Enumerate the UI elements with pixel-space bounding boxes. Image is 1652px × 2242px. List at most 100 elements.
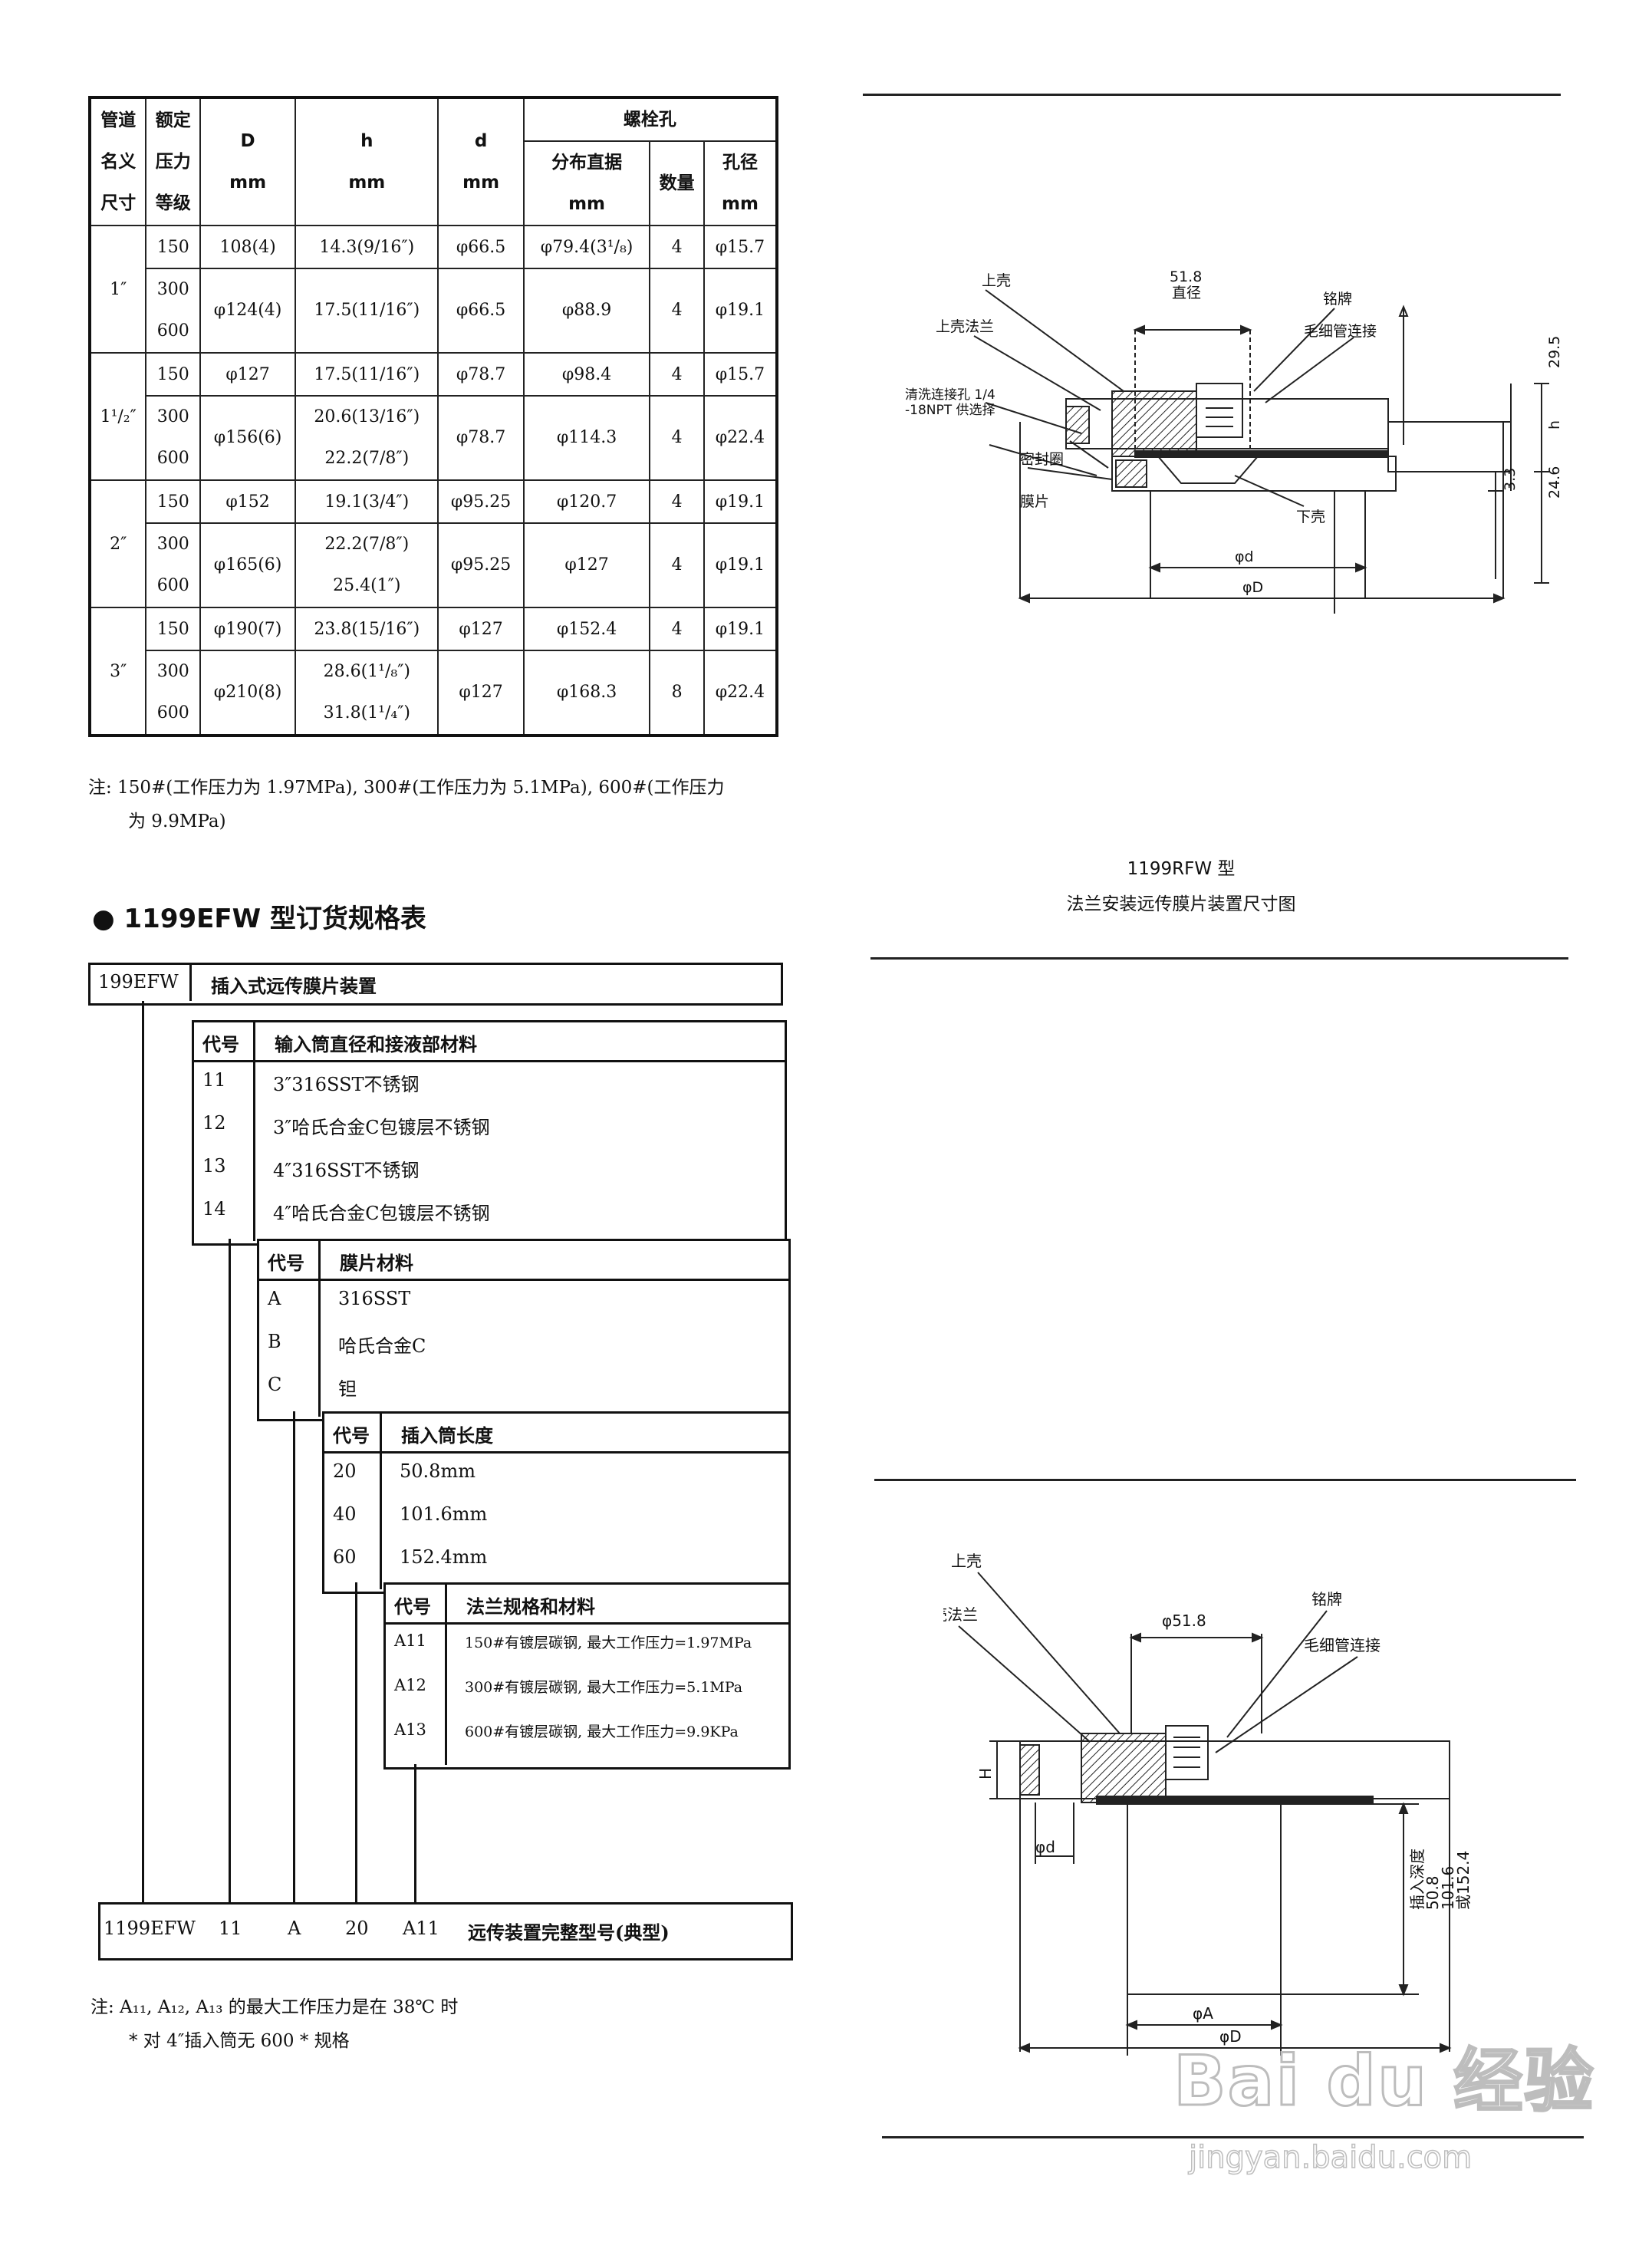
cell-d: φ95.25 [437,479,525,524]
order-section-title: ● 1199EFW 型订货规格表 [92,904,426,934]
base-desc: 插入式远传膜片装置 [211,975,377,997]
cell-h: 22.2(7/8″) 25.4(1″) [295,522,439,608]
cell-D: φ127 [199,352,297,397]
option-desc: 600#有镀层碳钢, 最大工作压力=9.9KPa [465,1723,739,1740]
label-efw-nameplate: 铭牌 [1311,1590,1342,1608]
option-code: 12 [202,1112,226,1134]
cell-size: 1¹/₂″ [88,352,147,481]
cell-h: 17.5(11/16″) [295,268,439,354]
label-efw-upper-flange: 上壳法兰 [943,1605,978,1624]
dim-3-3: 3.3 [1502,468,1519,491]
rfw-section-drawing: 上壳 上壳法兰 铭牌 毛细管连接 51.8 直径 清洗连接孔 1/4 -18NP… [905,268,1563,614]
divider-rule [870,957,1568,960]
cell-rating: 300 600 [145,268,201,354]
cell-h: 19.1(3/4″) [295,479,439,524]
cell-bolt-circle: φ127 [522,522,651,608]
cell-h: 20.6(13/16″) 22.2(7/8″) [295,395,439,481]
option-desc: 3″316SST不锈钢 [273,1074,420,1095]
cell-rating: 300 600 [145,650,201,736]
cell-D: φ190(7) [199,607,297,651]
cell-h: 17.5(11/16″) [295,352,439,397]
cell-d: φ78.7 [437,352,525,397]
option-desc: 150#有镀层碳钢, 最大工作压力=1.97MPa [465,1635,752,1651]
note-line-1: 注: 150#(工作压力为 1.97MPa), 300#(工作压力为 5.1MP… [88,778,725,798]
cell-D: φ124(4) [199,268,297,354]
label-lower-housing: 下壳 [1296,509,1325,525]
option-desc: 4″哈氏合金C包镀层不锈钢 [273,1203,490,1224]
code-header: 代号 [202,1033,239,1055]
baidu-watermark-logo: Bai du 经验 [1172,2040,1595,2123]
block-header: 法兰规格和材料 [466,1595,595,1618]
code-header: 代号 [268,1252,304,1274]
option-code: 20 [333,1460,357,1482]
label-nameplate: 铭牌 [1323,291,1352,308]
cell-D: φ165(6) [199,522,297,608]
dim-depth-152-4: 或152.4 [1454,1851,1473,1910]
cell-bolt-hole: φ19.1 [703,268,778,354]
flange-table-note: 注: 150#(工作压力为 1.97MPa), 300#(工作压力为 5.1MP… [88,771,794,838]
label-flush-port: 清洗连接孔 1/4 [905,387,995,403]
cell-rating: 300 600 [145,522,201,608]
option-block [192,1020,787,1246]
cell-bolt-circle: φ98.4 [522,352,651,397]
divider-rule [882,2136,1584,2138]
option-block [383,1582,791,1770]
cell-bolt-hole: φ15.7 [703,352,778,397]
dim-diameter-word: 直径 [1172,285,1201,301]
option-block [322,1411,791,1594]
cell-bolt-hole: φ19.1 [703,607,778,651]
divider [253,1020,255,1241]
cell-bolt-hole: φ22.4 [703,395,778,481]
order-note-line-2: * 对 4″插入筒无 600 * 规格 [129,2031,350,2051]
option-desc: 316SST [338,1288,411,1309]
option-code: 11 [202,1069,226,1091]
cell-bolt-count: 4 [649,479,705,524]
cell-h: 28.6(1¹/₈″) 31.8(1¹/₄″) [295,650,439,736]
divider [257,1279,788,1281]
option-desc: 101.6mm [400,1503,488,1525]
upper-housing-shape [1111,390,1197,457]
example-part: A11 [403,1918,439,1939]
cell-d: φ127 [437,650,525,736]
label-upper-flange: 上壳法兰 [936,318,994,335]
dim-phi-D: φD [1242,579,1263,596]
cell-d: φ127 [437,607,525,651]
cell-d: φ95.25 [437,522,525,608]
cell-bolt-count: 4 [649,352,705,397]
cell-rating: 150 [145,479,201,524]
option-desc: 哈氏合金C [338,1335,426,1357]
header-d: d mm [437,97,525,226]
option-desc: 4″316SST不锈钢 [273,1160,420,1181]
cell-h: 14.3(9/16″) [295,225,439,269]
option-code: 14 [202,1198,226,1220]
option-code: A13 [394,1720,426,1739]
cell-bolt-count: 4 [649,395,705,481]
divider-rule [863,94,1561,96]
cell-rating: 150 [145,352,201,397]
cell-rating: 150 [145,225,201,269]
example-part: 1199EFW [104,1918,196,1939]
label-flush-port-2: -18NPT 供选择 [905,403,995,418]
option-desc: 300#有镀层碳钢, 最大工作压力=5.1MPa [465,1679,743,1696]
rfw-caption-line-2: 法兰安装远传膜片装置尺寸图 [1066,894,1296,914]
base-code: 199EFW [98,971,179,993]
option-code: A [268,1288,281,1309]
cell-bolt-hole: φ19.1 [703,479,778,524]
cell-bolt-hole: φ22.4 [703,650,778,736]
dim-depth-101-6: 101.6 [1439,1866,1457,1910]
divider [192,1060,785,1062]
divider [380,1411,382,1589]
divider [383,1622,788,1625]
header-bolt-hole: 孔径 mm [703,140,778,226]
option-desc: 50.8mm [400,1460,476,1482]
option-desc: 钽 [338,1378,357,1400]
example-part: 20 [345,1918,369,1939]
rfw-caption-line-1: 1199RFW 型 [1127,859,1236,879]
dim-h: h [1546,420,1563,430]
option-desc: 3″哈氏合金C包镀层不锈钢 [273,1117,490,1138]
dim-29-5: 29.5 [1546,336,1563,368]
option-code: A12 [394,1676,426,1694]
